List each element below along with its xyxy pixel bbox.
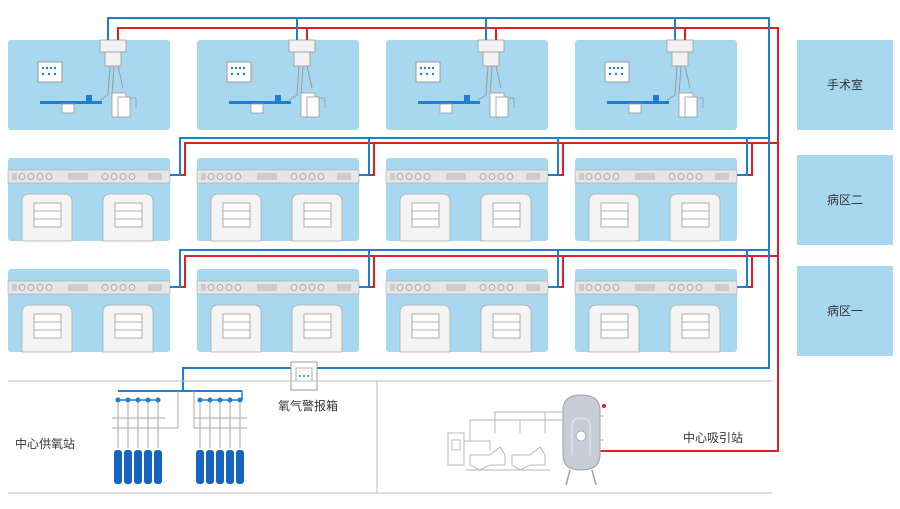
- operating-room-2: [197, 40, 359, 130]
- suction-station-label: 中心吸引站: [683, 430, 743, 445]
- ward-2-equipment: [7, 169, 738, 242]
- floor-label-ward-1: 病区一: [827, 303, 863, 318]
- oxygen-cylinder-group-right: [193, 391, 247, 484]
- oxygen-cylinder-icon: [154, 450, 162, 484]
- floor-label-box-operating: [797, 40, 893, 130]
- floor-label-operating: 手术室: [827, 77, 863, 92]
- ward-1-equipment: [7, 280, 738, 353]
- oxygen-cylinder-group-left: [112, 391, 179, 484]
- operating-room-4: [575, 40, 737, 130]
- oxygen-cylinder-icon: [114, 450, 122, 484]
- basement-dividers: [8, 380, 772, 494]
- oxygen-cylinder-icon: [134, 450, 142, 484]
- oxygen-cylinder-icon: [226, 450, 234, 484]
- oxygen-cylinder-icon: [206, 450, 214, 484]
- operating-room-3: [386, 40, 548, 130]
- vacuum-tank-icon: [562, 394, 606, 486]
- floor-label-ward-2: 病区二: [827, 192, 863, 207]
- oxygen-cylinder-icon: [216, 450, 224, 484]
- operating-room-1: [8, 40, 170, 130]
- alarm-box-label: 氧气警报箱: [278, 398, 338, 413]
- oxygen-cylinder-icon: [196, 450, 204, 484]
- suction-station: 中心吸引站: [447, 394, 743, 486]
- vacuum-pump-icon: [447, 411, 604, 471]
- oxygen-cylinder-icon: [236, 450, 244, 484]
- oxygen-station-label: 中心供氧站: [15, 436, 75, 451]
- oxygen-alarm-box: 氧气警报箱: [278, 361, 338, 413]
- floor-label-box-ward-1: [797, 266, 893, 356]
- oxygen-cylinder-icon: [124, 450, 132, 484]
- oxygen-station: 中心供氧站: [15, 391, 247, 484]
- oxygen-cylinder-icon: [144, 450, 152, 484]
- oxygen-pipe-network: [107, 17, 770, 392]
- floor-labels: 手术室 病区二 病区一: [797, 40, 893, 356]
- floor-label-box-ward-2: [797, 155, 893, 245]
